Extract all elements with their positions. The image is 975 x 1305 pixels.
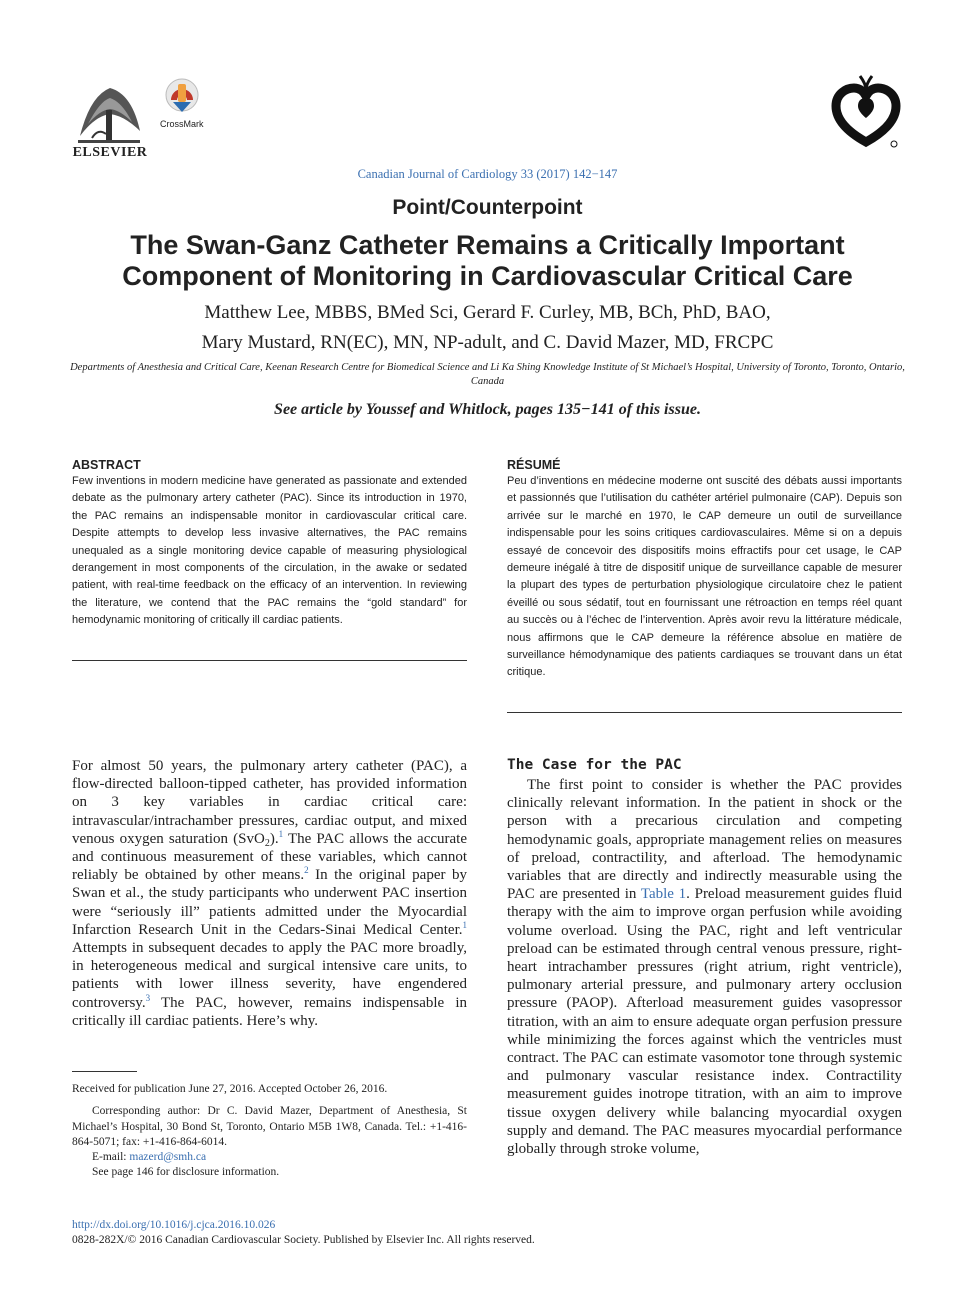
subscript: 2: [264, 837, 270, 849]
email-line: E-mail: mazerd@smh.ca: [92, 1150, 206, 1166]
see-article-note[interactable]: See article by Youssef and Whitlock, pag…: [274, 401, 701, 418]
authors-line-2: Mary Mustard, RN(EC), MN, NP-adult, and …: [201, 332, 774, 353]
citation-link[interactable]: 1: [278, 828, 284, 839]
author-list: Matthew Lee, MBBS, BMed Sci, Gerard F. C…: [40, 298, 935, 358]
case-paragraph: The first point to consider is whether t…: [507, 776, 902, 1158]
section-label: Point/Counterpoint: [392, 196, 583, 219]
case-heading: The Case for the PAC: [507, 757, 682, 773]
footnote-divider: [72, 1071, 137, 1072]
copyright: 0828-282X/© 2016 Canadian Cardiovascular…: [72, 1234, 535, 1246]
journal-reference[interactable]: Canadian Journal of Cardiology 33 (2017)…: [357, 167, 618, 181]
article-title: The Swan-Ganz Catheter Remains a Critica…: [40, 230, 935, 292]
abstract-text: Few inventions in modern medicine have g…: [72, 475, 467, 627]
corresponding-author: Corresponding author: Dr C. David Mazer,…: [72, 1105, 467, 1149]
doi-link[interactable]: http://dx.doi.org/10.1016/j.cjca.2016.10…: [72, 1219, 276, 1231]
title-line-2: Component of Monitoring in Cardiovascula…: [122, 261, 853, 291]
intro-paragraph: For almost 50 years, the pulmonary arter…: [72, 757, 467, 1030]
resume-divider: [507, 712, 902, 713]
case-text-2: . Preload measurement guides fluid thera…: [507, 886, 903, 1158]
email-label: E-mail:: [92, 1151, 130, 1163]
intro-sentence: The PAC, however, remains indispensable …: [72, 994, 467, 1029]
intro-sentence: The PAC allows the accurate and continuo…: [72, 830, 467, 884]
crossmark-label: CrossMark: [160, 119, 204, 129]
affiliation: Departments of Anesthesia and Critical C…: [70, 362, 905, 387]
received-dates: Received for publication June 27, 2016. …: [72, 1083, 388, 1095]
citation-link[interactable]: 1: [462, 919, 468, 930]
abstract-heading: ABSTRACT: [72, 458, 141, 472]
publisher-name: ELSEVIER: [72, 145, 148, 160]
email-link[interactable]: mazerd@smh.ca: [129, 1151, 207, 1163]
intro-sentence: In the original paper by Swan et al., th…: [72, 867, 467, 938]
intro-sentence: For almost 50 years, the pulmonary arter…: [72, 758, 467, 847]
disclosure-note: See page 146 for disclosure information.: [92, 1166, 280, 1178]
table-link[interactable]: Table 1: [640, 886, 687, 903]
resume-text: Peu d’inventions en médecine moderne ont…: [507, 475, 902, 679]
ccs-logo: [831, 75, 901, 148]
intro-sentence: ).: [269, 830, 279, 847]
intro-sentence: Attempts in subsequent decades to apply …: [72, 940, 467, 1011]
resume-heading: RÉSUMÉ: [507, 458, 561, 472]
crossmark-icon[interactable]: [165, 78, 199, 118]
citation-link[interactable]: 2: [304, 865, 309, 876]
authors-line-1: Matthew Lee, MBBS, BMed Sci, Gerard F. C…: [204, 302, 771, 323]
abstract-divider: [72, 660, 467, 661]
elsevier-tree-logo: [70, 76, 148, 144]
citation-link[interactable]: 3: [145, 992, 151, 1003]
title-line-1: The Swan-Ganz Catheter Remains a Critica…: [130, 230, 845, 260]
case-text-1: The first point to consider is whether t…: [507, 777, 902, 903]
